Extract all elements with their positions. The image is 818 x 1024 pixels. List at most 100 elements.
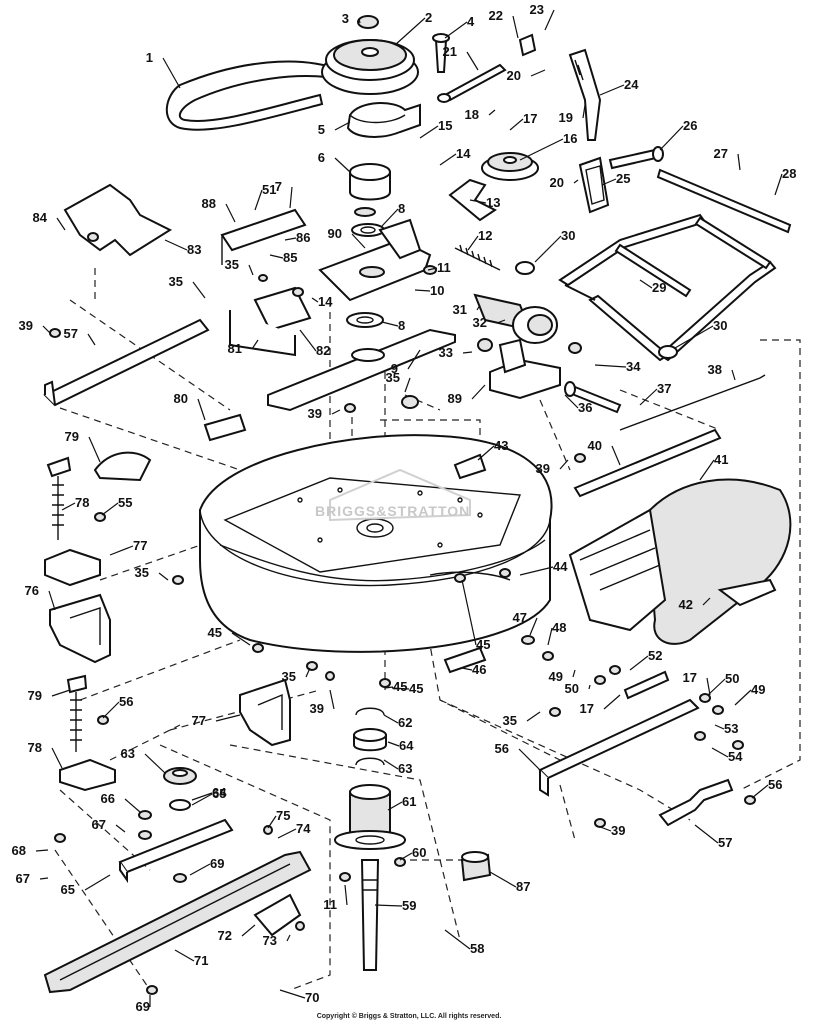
callout-76: 76 [25, 583, 39, 598]
spacer [349, 163, 391, 201]
callout-leader-80 [197, 398, 206, 421]
bar-53 [623, 670, 670, 700]
shaft-27 [656, 168, 792, 234]
callout-14: 14 [318, 294, 333, 309]
lift-lever-24 [568, 48, 602, 141]
callout-77: 77 [192, 713, 206, 728]
callout-leader-45 [461, 579, 477, 646]
callout-leader-39 [559, 459, 569, 470]
callout-39: 39 [611, 823, 625, 838]
bracket-58 [658, 778, 734, 827]
callout-leader-61 [387, 801, 403, 811]
discharge-chute-41 [568, 478, 792, 645]
callout-leader-19 [582, 104, 586, 119]
watermark-text: BRIGGS&STRATTON [315, 503, 470, 519]
callout-10: 10 [430, 283, 444, 298]
callout-leader-39 [329, 689, 335, 710]
adjuster-79-upper [46, 456, 72, 540]
callout-82: 82 [316, 343, 330, 358]
callout-26: 26 [683, 118, 697, 133]
washer-30-lower [658, 345, 678, 359]
mount-bar-57-lower [538, 698, 700, 797]
callout-29: 29 [652, 280, 666, 295]
callout-leader-40 [611, 445, 621, 466]
callout-leader-39 [594, 824, 612, 832]
callout-leader-66 [124, 798, 141, 813]
callout-60: 60 [412, 845, 426, 860]
belt-guard [346, 102, 421, 138]
clip-22 [518, 33, 537, 57]
callout-11: 11 [437, 260, 451, 275]
callout-8: 8 [398, 201, 405, 216]
callout-leader-67 [39, 877, 49, 880]
callout-leader-44 [519, 566, 554, 576]
rod-38 [619, 374, 766, 431]
callout-leader-85 [269, 254, 284, 259]
blade-72 [43, 850, 312, 994]
callout-35: 35 [386, 370, 400, 385]
callout-leader-29 [639, 279, 653, 289]
cover-plate-84 [63, 183, 173, 257]
callout-68: 68 [12, 843, 26, 858]
callout-21: 21 [443, 44, 457, 59]
callout-64: 64 [399, 738, 414, 753]
callout-84: 84 [33, 210, 48, 225]
callout-leader-79 [88, 436, 101, 463]
copyright-notice: Copyright © Briggs & Stratton, LLC. All … [316, 1013, 502, 1020]
drive-belt [165, 60, 347, 131]
callout-leader-72 [241, 924, 256, 937]
callout-leader-73 [286, 934, 291, 942]
callout-14: 14 [456, 146, 471, 161]
callout-46: 46 [472, 662, 486, 677]
callout-leader-13 [469, 199, 487, 204]
callout-45: 45 [393, 679, 407, 694]
callout-79: 79 [65, 429, 79, 444]
callout-35: 35 [169, 274, 183, 289]
callout-leader-64 [191, 792, 213, 801]
callout-35: 35 [135, 565, 149, 580]
callout-61: 61 [402, 794, 416, 809]
callout-39: 39 [308, 406, 322, 421]
bolt-36 [564, 381, 622, 414]
callout-leader-47 [529, 617, 538, 636]
callout-leader-9 [407, 349, 421, 370]
callout-80: 80 [174, 391, 188, 406]
callout-55: 55 [118, 495, 132, 510]
callout-leader-37 [639, 388, 658, 406]
callout-17: 17 [683, 670, 697, 685]
washer-8-lower [346, 312, 384, 328]
callout-45: 45 [409, 681, 423, 696]
spindle-housing-62 [333, 784, 407, 850]
callout-13: 13 [486, 195, 500, 210]
idler-pulley-16 [481, 152, 539, 181]
callout-leader-53 [714, 724, 725, 730]
callout-89: 89 [448, 391, 462, 406]
callout-50: 50 [565, 681, 579, 696]
callout-leader-64 [387, 741, 400, 747]
callout-67: 67 [16, 871, 30, 886]
bolt-26 [608, 146, 664, 170]
callout-leader-6 [334, 157, 351, 173]
bracket-90 [489, 338, 561, 400]
callout-leader-11 [427, 267, 438, 271]
callout-38: 38 [708, 362, 722, 377]
callout-69: 69 [136, 999, 150, 1014]
callout-69: 69 [210, 856, 224, 871]
callout-34: 34 [626, 359, 641, 374]
callout-9: 9 [391, 361, 398, 376]
nut-3 [357, 15, 379, 29]
callout-17: 17 [523, 111, 537, 126]
callout-44: 44 [553, 559, 568, 574]
callout-36: 36 [578, 400, 592, 415]
label-46 [443, 646, 487, 674]
bearing-64-spindle [353, 728, 387, 752]
callout-leader-56 [102, 701, 120, 719]
callout-leader-50 [588, 684, 591, 690]
washer-30-upper [515, 261, 535, 275]
callout-leader-16 [519, 138, 564, 161]
callout-63: 63 [398, 761, 412, 776]
callout-leader-43 [477, 445, 495, 461]
callout-leader-51 [254, 189, 263, 211]
callout-leader-39 [42, 325, 51, 334]
pulley [321, 39, 419, 95]
